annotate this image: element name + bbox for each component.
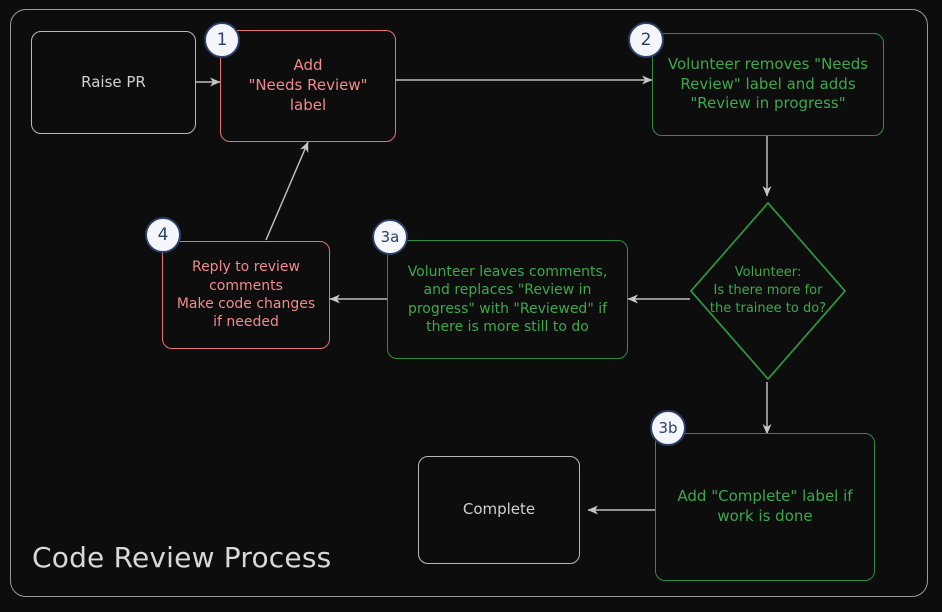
edge-reply-to-add-label [265,141,309,241]
node-complete[interactable]: Complete [418,456,580,564]
diagram-frame [10,9,928,597]
step-badge-1: 1 [204,22,240,58]
step-badge-2: 2 [628,22,664,58]
node-add-needs-review-label[interactable]: Add "Needs Review" label [220,30,396,142]
node-reply-to-review-text: Reply to review comments Make code chang… [176,259,316,331]
node-raise-pr[interactable]: Raise PR [31,31,196,134]
node-complete-label: Complete [462,500,536,519]
node-add-complete-label[interactable]: Add "Complete" label if work is done [655,433,875,581]
step-badge-4: 4 [145,217,181,253]
diamond-shape [690,202,846,380]
node-decision-more-work[interactable]: Volunteer: Is there more for the trainee… [688,200,848,382]
node-add-complete-label-text: Add "Complete" label if work is done [677,487,853,525]
node-volunteer-leaves-comments-text: Volunteer leaves comments, and replaces … [407,263,608,335]
node-volunteer-removes-label-text: Volunteer removes "Needs Review" label a… [667,54,869,113]
node-decision-more-work-label: Volunteer: Is there more for the trainee… [709,265,827,316]
diagram-title: Code Review Process [32,541,332,574]
node-volunteer-leaves-comments[interactable]: Volunteer leaves comments, and replaces … [387,240,628,359]
step-badge-3b: 3b [650,410,686,446]
node-volunteer-removes-label[interactable]: Volunteer removes "Needs Review" label a… [652,33,884,136]
node-add-needs-review-label-text: Add "Needs Review" label [248,56,368,114]
node-raise-pr-label: Raise PR [81,72,146,91]
step-badge-3a: 3a [372,219,408,255]
node-reply-to-review[interactable]: Reply to review comments Make code chang… [162,241,330,349]
